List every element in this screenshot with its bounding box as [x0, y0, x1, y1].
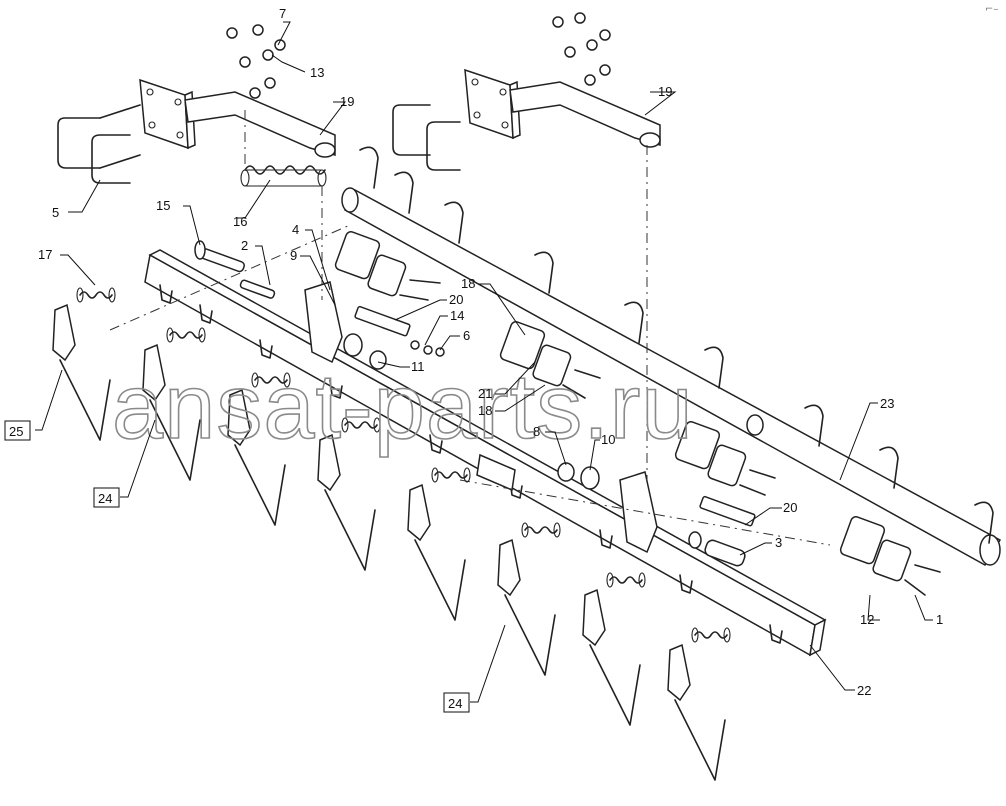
beam-lugs [159, 284, 783, 644]
callout-2: 2 [241, 238, 248, 253]
assembly-centerlines [109, 110, 831, 546]
callout-1: 1 [936, 612, 943, 627]
box-24-bottom [443, 692, 470, 713]
box-25 [4, 420, 31, 441]
callout-3: 3 [775, 535, 782, 550]
callout-18-upper: 18 [461, 276, 475, 291]
callout-18-lower: 18 [478, 403, 492, 418]
boxed-callout-24-bottom: 24 [448, 696, 462, 711]
callout-12: 12 [860, 612, 874, 627]
corner-mark: ⌐– [985, 4, 998, 15]
callout-16: 16 [233, 214, 247, 229]
boxed-callout-25: 25 [9, 424, 23, 439]
box-24-left [93, 487, 120, 508]
callout-8: 8 [533, 424, 540, 439]
callout-6: 6 [463, 328, 470, 343]
callout-21: 21 [478, 386, 492, 401]
callout-22: 22 [857, 683, 871, 698]
spring-16 [240, 165, 327, 187]
clamps [334, 231, 941, 596]
callout-4: 4 [292, 222, 299, 237]
callout-17: 17 [38, 247, 52, 262]
callout-23: 23 [880, 396, 894, 411]
callout-15: 15 [156, 198, 170, 213]
spring-tine-assemblies [52, 287, 731, 781]
callout-20-lower: 20 [783, 500, 797, 515]
callouts: 7 13 5 19 19 15 16 17 2 4 9 20 14 6 11 1… [38, 6, 943, 698]
callout-14: 14 [450, 308, 464, 323]
callout-13: 13 [310, 65, 324, 80]
callout-10: 10 [601, 432, 615, 447]
upper-tube-23 [341, 146, 1002, 567]
adjuster-plates [304, 281, 658, 554]
watermark: ansat-parts.ru [112, 356, 694, 458]
boxed-callout-24-left: 24 [98, 491, 112, 506]
mounting-bracket-left [57, 78, 336, 184]
callout-20-upper: 20 [449, 292, 463, 307]
callout-7: 7 [279, 6, 286, 21]
nuts-and-washers-top [226, 12, 611, 99]
boxed-callouts: 25 24 24 [4, 420, 470, 713]
callout-11: 11 [411, 359, 425, 374]
callout-19-right: 19 [658, 84, 672, 99]
callout-5: 5 [52, 205, 59, 220]
mounting-bracket-right [392, 68, 661, 171]
callout-19-left: 19 [340, 94, 354, 109]
leader-lines [35, 21, 933, 703]
pins-and-bushings [194, 240, 756, 567]
callout-9: 9 [290, 248, 297, 263]
